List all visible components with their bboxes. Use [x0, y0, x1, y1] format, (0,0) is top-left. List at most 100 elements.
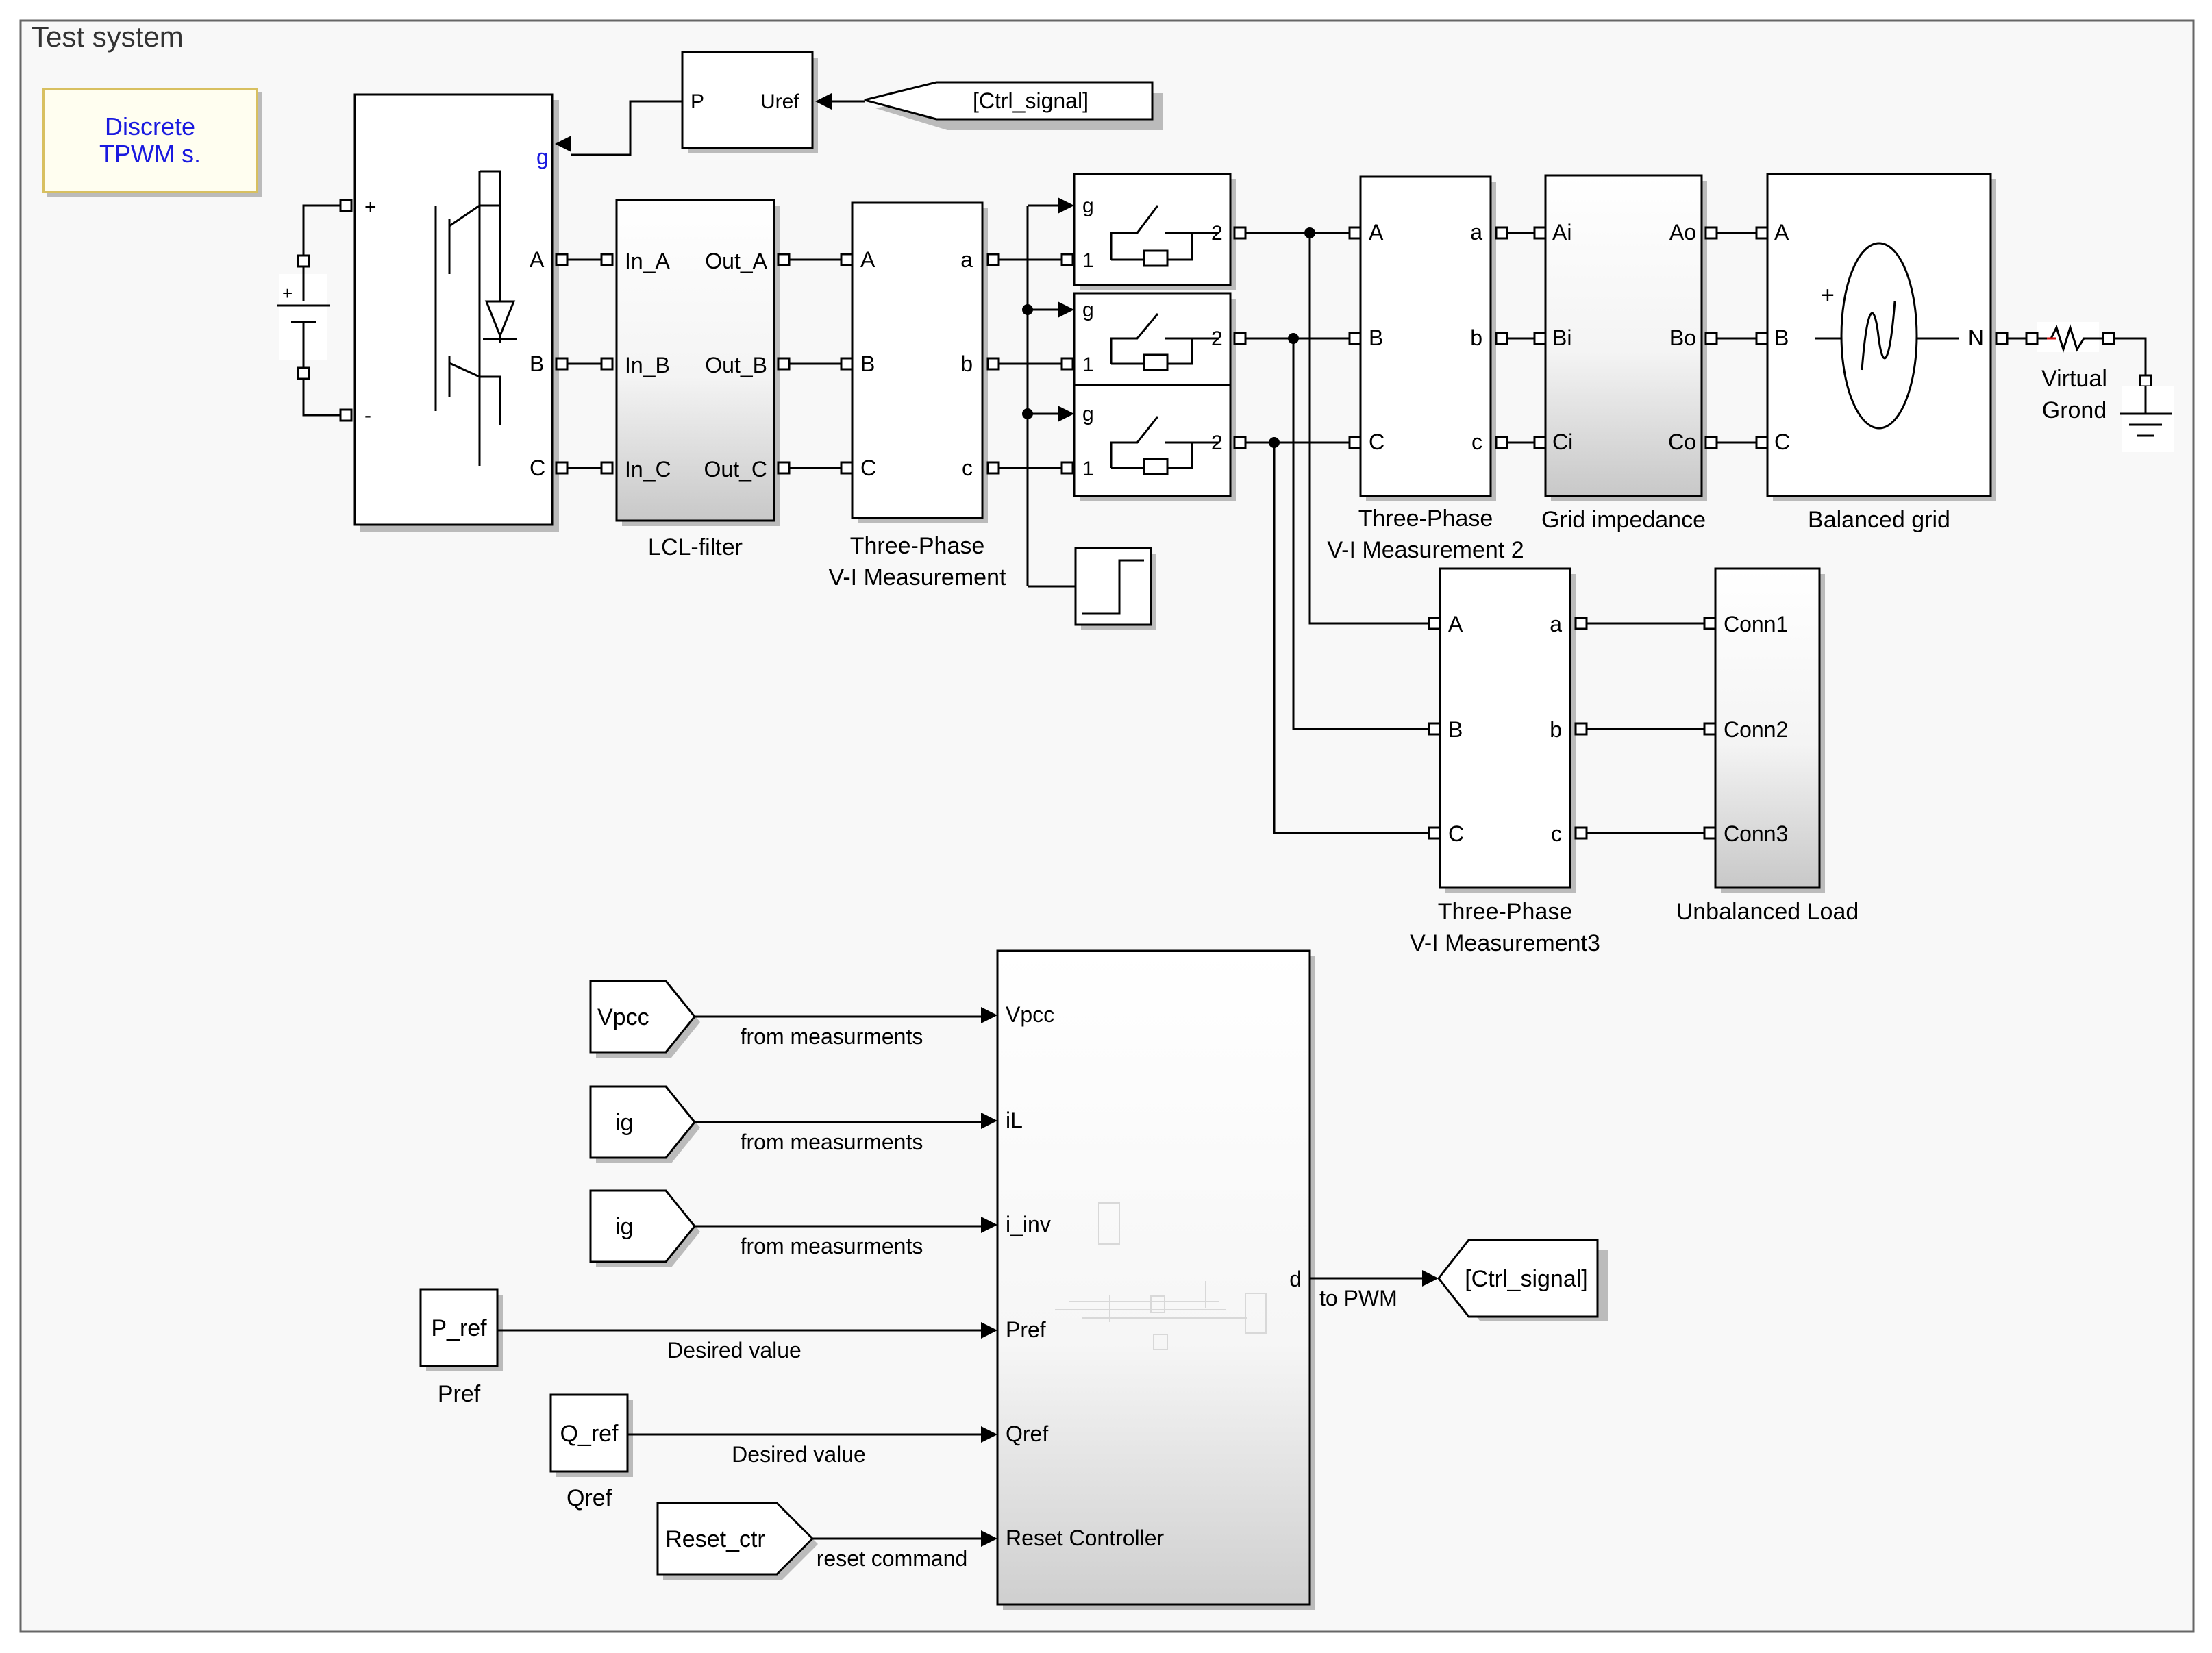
load-port-conn2: Conn2 — [1724, 717, 1788, 742]
constant-p-ref[interactable]: P_ref Pref — [419, 1288, 503, 1407]
wire — [497, 1015, 981, 1540]
ctrl-port-pref: Pref — [1006, 1317, 1046, 1342]
constant-q-ref[interactable]: Q_ref Qref — [549, 1393, 633, 1511]
load-port-conn1: Conn1 — [1724, 612, 1788, 636]
lcl-port-in-b: In_B — [625, 353, 670, 377]
gridimp-port-ai: Ai — [1552, 220, 1571, 245]
signal-label-qref: Desired value — [732, 1442, 866, 1467]
constant-p-ref-caption: Pref — [438, 1381, 481, 1407]
inverter-port-plus: + — [364, 196, 377, 219]
breaker-c[interactable]: g 1 2 — [1058, 384, 1247, 501]
grid-impedance-block[interactable]: Ai Bi Ci Ao Bo Co Grid impedance — [1533, 174, 1718, 533]
gridimp-port-co: Co — [1668, 430, 1696, 454]
inverter-bridge[interactable]: g A B C + - — [339, 93, 571, 532]
vi3-port-a-out: a — [1550, 612, 1562, 636]
vi-measurement-3[interactable]: A B C a b c Three-Phase V-I Measurement3 — [1410, 567, 1600, 956]
breaker-b-port-g: g — [1082, 299, 1094, 321]
powergui-block[interactable]: Discrete TPWM s. — [42, 88, 258, 193]
lcl-port-out-c: Out_C — [704, 457, 767, 482]
grid-port-n: N — [1968, 325, 1984, 350]
vi1-port-c-in: C — [860, 456, 876, 480]
breaker-a[interactable]: g 1 2 — [1058, 173, 1247, 290]
vi1-port-a-out: a — [960, 247, 973, 272]
from-vpcc[interactable]: Vpcc — [589, 980, 700, 1058]
vi3-port-a-in: A — [1448, 612, 1463, 636]
virtual-ground-name-line2: Grond — [2042, 397, 2107, 423]
ctrl-port-d: d — [1289, 1267, 1302, 1291]
ctrl-port-vpcc: Vpcc — [1006, 1002, 1054, 1027]
from-ctrl-signal-label: [Ctrl_signal] — [973, 88, 1089, 113]
from-reset-ctr[interactable]: Reset_ctr — [656, 1502, 818, 1580]
gridimp-port-bi: Bi — [1552, 325, 1571, 350]
signal-label-to-pwm: to PWM — [1319, 1286, 1397, 1310]
wire — [571, 100, 682, 156]
from-vpcc-label: Vpcc — [597, 1004, 649, 1030]
wire — [567, 258, 841, 469]
balanced-grid-block[interactable]: + A B C N Balanced grid — [1755, 173, 2009, 533]
gridimp-port-ci: Ci — [1552, 430, 1573, 454]
vi3-name-line2: V-I Measurement3 — [1410, 930, 1600, 956]
lcl-filter-name: LCL-filter — [648, 534, 743, 560]
junction-dot — [1288, 333, 1299, 344]
vi1-name-line2: V-I Measurement — [829, 564, 1006, 591]
from-ctrl-signal[interactable]: [Ctrl_signal] — [864, 81, 1163, 130]
vi2-port-b-out: b — [1470, 325, 1482, 350]
wire — [1587, 622, 1704, 834]
pwm-port-p: P — [691, 90, 704, 113]
vi2-port-c-in: C — [1369, 430, 1384, 454]
gridimp-port-ao: Ao — [1669, 220, 1696, 245]
junction-dot — [1022, 408, 1033, 419]
from-ig-2[interactable]: ig — [589, 1189, 700, 1267]
vi2-port-a-in: A — [1369, 220, 1384, 245]
breaker-c-port-2: 2 — [1211, 432, 1223, 454]
inverter-port-b: B — [530, 351, 544, 376]
pwm-generator-block[interactable]: P Uref — [681, 51, 832, 153]
step-block[interactable] — [1074, 547, 1156, 630]
vi1-port-c-out: c — [962, 456, 973, 480]
vi2-name-line1: Three-Phase — [1358, 506, 1493, 532]
vi1-port-b-out: b — [960, 351, 973, 376]
breaker-b-port-1: 1 — [1082, 353, 1094, 376]
breaker-c-port-g: g — [1082, 403, 1094, 425]
constant-q-ref-caption: Qref — [567, 1485, 612, 1511]
pwm-port-uref: Uref — [760, 90, 799, 113]
input-arrows — [981, 1007, 997, 1547]
from-ig-1-label: ig — [615, 1110, 633, 1136]
unbalanced-load-name: Unbalanced Load — [1676, 899, 1859, 925]
goto-ctrl-signal[interactable]: [Ctrl_signal] — [1437, 1239, 1608, 1321]
junction-dot — [1269, 437, 1280, 448]
lcl-port-in-c: In_C — [625, 457, 671, 482]
vi-measurement-1[interactable]: A B C a b c Three-Phase V-I Measurement — [829, 201, 1006, 591]
controller-subsystem[interactable]: Vpcc iL i_inv Pref Qref Reset Controller… — [996, 949, 1315, 1610]
wire — [999, 204, 1076, 588]
goto-ctrl-signal-label: [Ctrl_signal] — [1465, 1266, 1588, 1292]
vi1-port-a-in: A — [860, 247, 875, 272]
grid-port-c: C — [1774, 430, 1790, 454]
unbalanced-load-block[interactable]: Conn1 Conn2 Conn3 Unbalanced Load — [1676, 567, 1859, 925]
breaker-b-port-2: 2 — [1211, 327, 1223, 350]
inverter-port-g: g — [536, 145, 549, 169]
lcl-port-out-b: Out_B — [705, 353, 767, 377]
gridimp-port-bo: Bo — [1669, 325, 1696, 350]
wire — [1245, 232, 2026, 834]
from-reset-ctr-label: Reset_ctr — [665, 1526, 765, 1552]
virtual-ground[interactable]: Virtual Grond — [2025, 322, 2174, 452]
grid-port-a: A — [1774, 220, 1789, 245]
vi3-port-b-out: b — [1550, 717, 1562, 742]
from-ig-1[interactable]: ig — [589, 1085, 700, 1163]
powergui-line2: TPWM s. — [99, 140, 201, 168]
lcl-filter-block[interactable]: In_A In_B In_C Out_A Out_B Out_C LCL-fil… — [600, 199, 791, 560]
from-ig-2-label: ig — [615, 1214, 633, 1240]
vi3-name-line1: Three-Phase — [1438, 899, 1573, 925]
vi1-name-line1: Three-Phase — [850, 533, 985, 559]
dc-voltage-source[interactable]: + — [277, 254, 330, 380]
vi1-port-b-in: B — [860, 351, 875, 376]
output-arrow — [1422, 1270, 1439, 1287]
breaker-c-port-1: 1 — [1082, 458, 1094, 480]
vi2-port-b-in: B — [1369, 325, 1383, 350]
junction-dot — [1022, 304, 1033, 315]
subsystem-preview — [1055, 1202, 1267, 1350]
ctrl-port-reset: Reset Controller — [1006, 1526, 1165, 1550]
junction-dot — [1304, 227, 1315, 238]
